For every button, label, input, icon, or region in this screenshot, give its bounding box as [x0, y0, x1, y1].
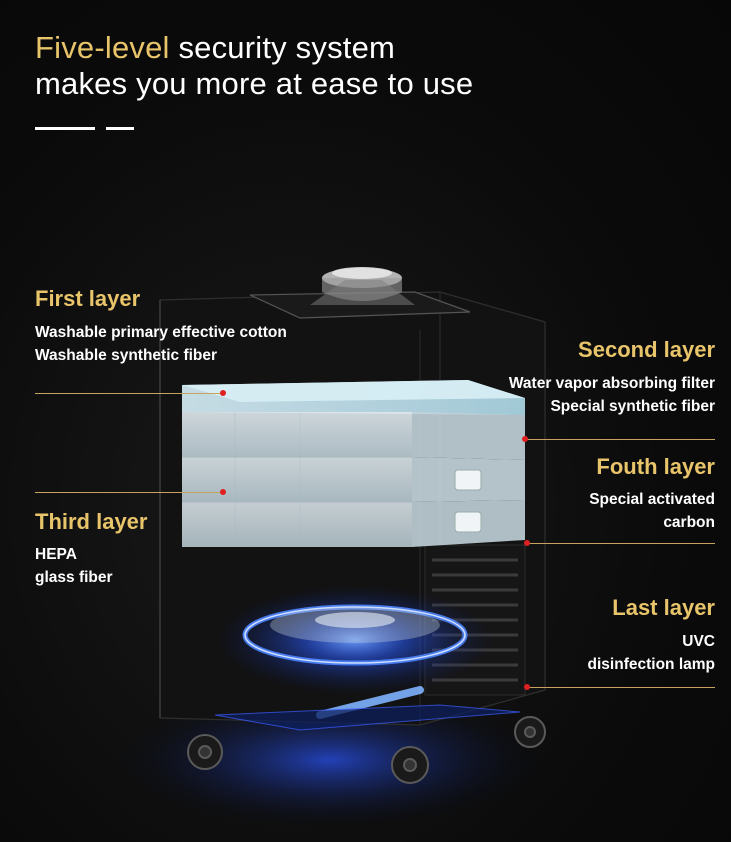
headline-rule-short [106, 127, 134, 130]
third-layer-desc-2: glass fiber [35, 569, 113, 586]
casters [187, 716, 546, 784]
third-layer-title: Third layer [35, 509, 148, 534]
last-layer-desc: UVC disinfection lamp [588, 630, 715, 676]
headline-line-1: Five-level security system [35, 30, 473, 66]
base-grid [214, 704, 521, 731]
third-layer-desc: HEPA glass fiber [35, 543, 113, 589]
filter-stack [182, 380, 525, 547]
first-layer-desc: Washable primary effective cotton Washab… [35, 321, 287, 367]
last-layer-title: Last layer [612, 595, 715, 620]
headline-rule-long [35, 127, 95, 130]
headline-line-2: makes you more at ease to use [35, 66, 474, 101]
last-layer-desc-2: disinfection lamp [587, 656, 715, 673]
second-layer-marker [522, 436, 528, 442]
first-layer-desc-2: Washable synthetic fiber [35, 347, 218, 364]
fourth-layer-title: Fouth layer [596, 454, 715, 479]
third-layer-leader [35, 492, 223, 493]
last-layer-desc-1: UVC [682, 633, 715, 650]
first-layer-leader [35, 393, 223, 394]
first-layer-marker [220, 390, 226, 396]
floor-glow [110, 690, 550, 830]
headline-accent: Five-level [35, 30, 170, 65]
last-layer-marker [524, 684, 530, 690]
second-layer-leader [525, 439, 715, 440]
top-outlet [310, 267, 415, 305]
fourth-layer-desc-1: Special activated [589, 491, 715, 508]
first-layer-desc-1: Washable primary effective cotton [35, 324, 287, 341]
third-layer-desc-1: HEPA [35, 546, 77, 563]
first-layer-title: First layer [35, 286, 141, 311]
fourth-layer-desc-2: carbon [663, 514, 715, 531]
fourth-layer-leader [527, 543, 715, 544]
headline: Five-level security system makes you mor… [35, 30, 473, 102]
fourth-layer-marker [524, 540, 530, 546]
second-layer-title: Second layer [578, 337, 715, 362]
second-layer-desc: Water vapor absorbing filter Special syn… [509, 372, 715, 418]
second-layer-desc-2: Special synthetic fiber [550, 398, 715, 415]
last-layer-leader [527, 687, 715, 688]
third-layer-marker [220, 489, 226, 495]
uvc-lamp [215, 585, 495, 719]
second-layer-desc-1: Water vapor absorbing filter [508, 375, 715, 392]
fourth-layer-desc: Special activated carbon [589, 488, 715, 534]
headline-rest: security system [169, 30, 396, 65]
